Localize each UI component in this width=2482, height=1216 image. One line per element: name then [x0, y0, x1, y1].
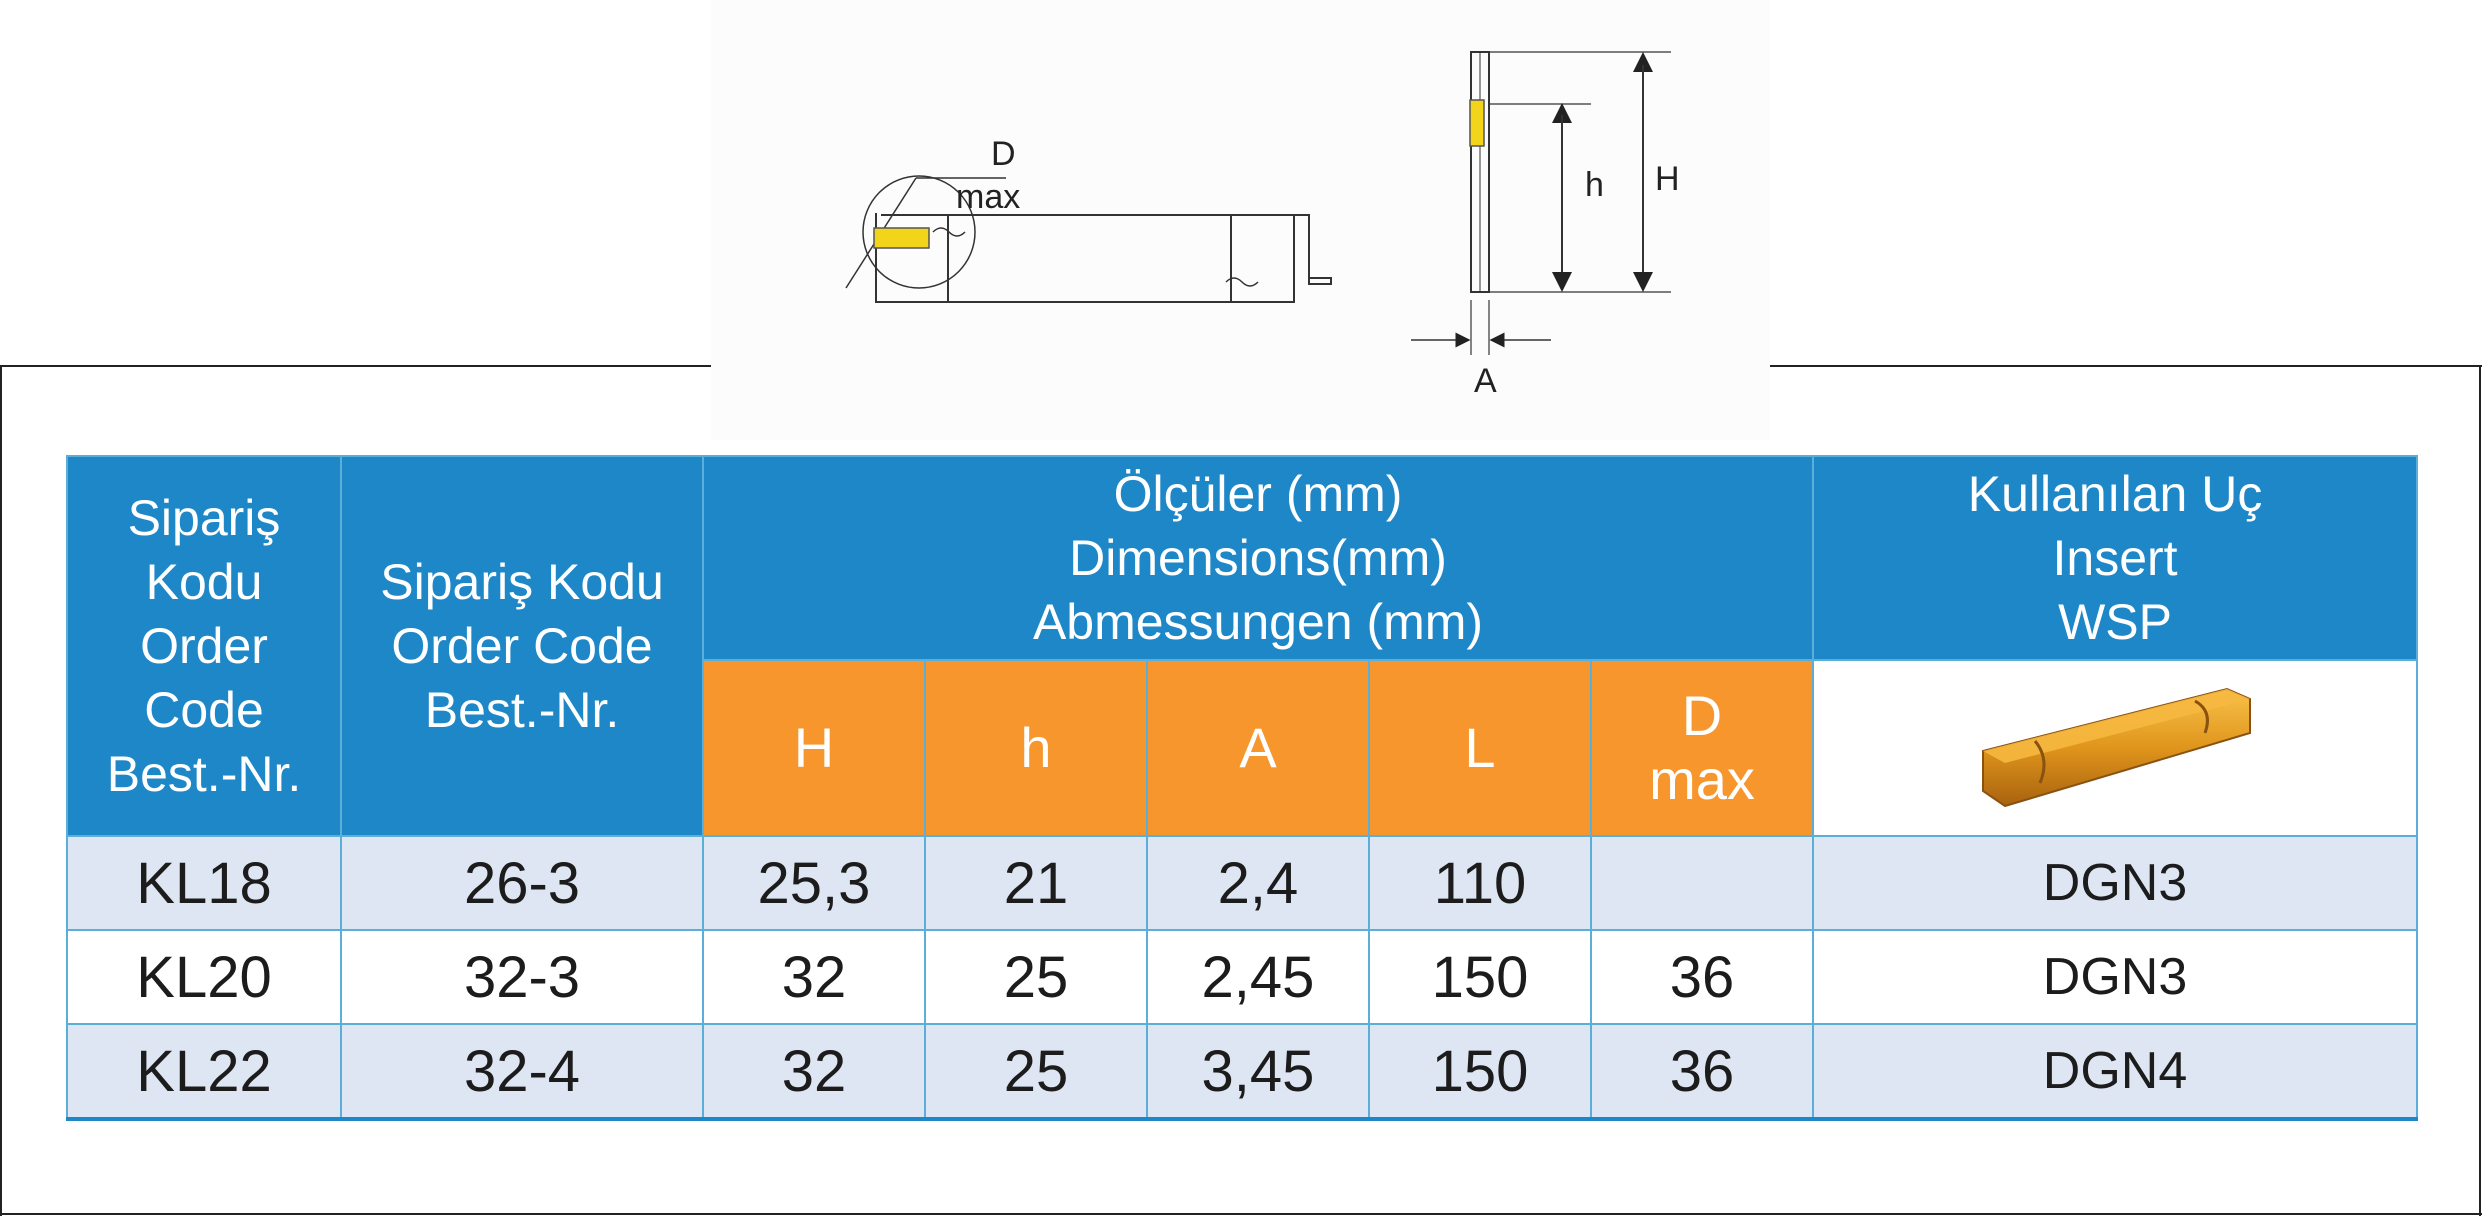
- header-order-code-1: Sipariş Kodu Order Code Best.-Nr.: [66, 455, 342, 837]
- cell-code2: 32-3: [340, 929, 704, 1025]
- cell-code2: 26-3: [340, 835, 704, 931]
- cell-code2: 32-4: [340, 1023, 704, 1121]
- cell-insert: DGN3: [1812, 929, 2419, 1025]
- cell-code1: KL20: [66, 929, 342, 1025]
- header-insert: Kullanılan Uç Insert WSP: [1812, 455, 2419, 661]
- cell-L: 110: [1368, 835, 1592, 931]
- frame-top-line-left: [0, 365, 711, 367]
- label-h-big: H: [1655, 160, 1680, 198]
- cell-insert: DGN3: [1812, 835, 2419, 931]
- table-row: KL22 32-4 32 25 3,45 150 36 DGN4: [66, 1023, 2419, 1121]
- cell-H: 32: [702, 1023, 926, 1121]
- table-row: KL20 32-3 32 25 2,45 150 36 DGN3: [66, 929, 2419, 1025]
- frame-right-line: [2479, 365, 2481, 1216]
- label-h-small: h: [1585, 166, 1604, 204]
- label-d: D: [991, 135, 1016, 173]
- label-a: A: [1474, 362, 1497, 400]
- cell-h: 21: [924, 835, 1148, 931]
- frame-bottom-line: [0, 1213, 2482, 1215]
- cell-L: 150: [1368, 929, 1592, 1025]
- technical-drawing-svg: D max h H A: [845, 51, 1680, 400]
- table-row: KL18 26-3 25,3 21 2,4 110 DGN3: [66, 835, 2419, 931]
- blade-insert-front: [1469, 99, 1485, 147]
- technical-drawing: D max h H A: [711, 0, 1770, 440]
- header-order-code-2: Sipariş Kodu Order Code Best.-Nr.: [340, 455, 704, 837]
- cell-code1: KL22: [66, 1023, 342, 1121]
- cell-insert: DGN4: [1812, 1023, 2419, 1121]
- header-dim-L: L: [1368, 659, 1592, 837]
- blade-side-view: [845, 175, 1332, 303]
- cell-h: 25: [924, 1023, 1148, 1121]
- cell-code1: KL18: [66, 835, 342, 931]
- frame-top-line-right: [1770, 365, 2482, 367]
- insert-product-icon: [1982, 687, 2252, 807]
- cell-L: 150: [1368, 1023, 1592, 1121]
- cell-H: 32: [702, 929, 926, 1025]
- cell-Dmax: 36: [1589, 929, 1815, 1025]
- cell-A: 2,4: [1146, 835, 1370, 931]
- header-dim-A: A: [1146, 659, 1370, 837]
- cell-Dmax: 36: [1589, 1023, 1815, 1121]
- label-dmax: max: [956, 178, 1020, 216]
- header-dimensions: Ölçüler (mm) Dimensions(mm) Abmessungen …: [701, 455, 1815, 661]
- specification-table: Sipariş Kodu Order Code Best.-Nr. Sipari…: [66, 455, 2419, 1121]
- blade-front-view: [1411, 51, 1671, 355]
- cell-H: 25,3: [702, 835, 926, 931]
- cell-A: 3,45: [1146, 1023, 1370, 1121]
- header-dim-h: h: [924, 659, 1148, 837]
- header-dim-H: H: [702, 659, 926, 837]
- header-dim-Dmax: D max: [1589, 659, 1815, 837]
- frame-left-line: [0, 365, 2, 1216]
- cell-h: 25: [924, 929, 1148, 1025]
- insert-image: [1812, 659, 2419, 837]
- blade-insert-side: [873, 227, 930, 249]
- cell-A: 2,45: [1146, 929, 1370, 1025]
- cell-Dmax: [1589, 835, 1815, 931]
